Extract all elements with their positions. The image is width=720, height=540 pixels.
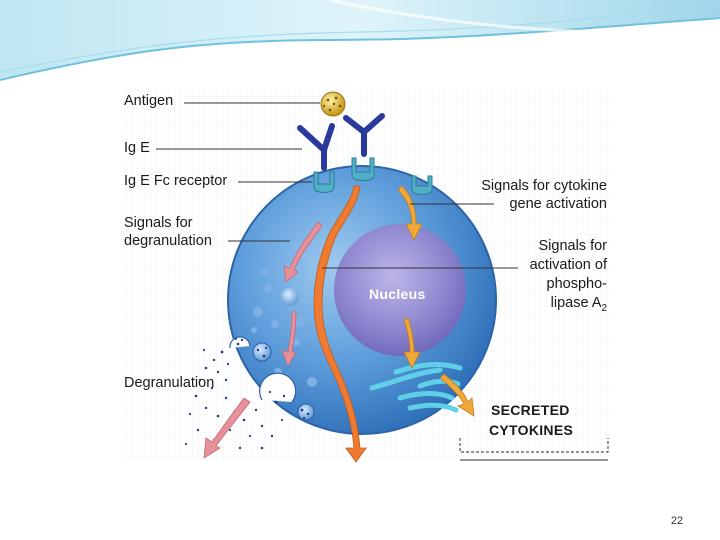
golgi-apparatus [369, 362, 463, 413]
label-leader-lines [156, 102, 518, 269]
label-signals-cytokine-2: gene activation [509, 196, 607, 212]
page-number: 22 [670, 515, 684, 527]
label-degranulation: Degranulation [124, 375, 215, 391]
cytokine-pathway-arrow [313, 185, 367, 463]
degranulation-vesicles [229, 336, 297, 403]
label-signals-cytokine-1: Signals for cytokine [481, 178, 607, 194]
label-signals-phospholipase-2: activation of [529, 257, 607, 273]
label-signals-phospholipase-4: lipase A2 [551, 295, 607, 317]
label-cytokines: CYTOKINES [489, 422, 574, 438]
ige-fc-receptors [313, 157, 433, 195]
phospholipase-subscript: 2 [601, 302, 607, 314]
mast-cell-membrane [227, 165, 497, 435]
gene-activation-arrows [397, 185, 475, 417]
label-signals-phospholipase-3: phospho- [546, 276, 607, 292]
secreted-bracket [459, 438, 609, 461]
granules [251, 269, 317, 421]
phospholipase-text: lipase A [550, 295, 602, 311]
label-secreted: SECRETED [491, 402, 570, 418]
antigen-particle [320, 91, 346, 117]
label-signals-degranulation-2: degranulation [124, 233, 212, 249]
label-nucleus: Nucleus [369, 286, 426, 302]
label-antigen: Antigen [124, 93, 174, 109]
released-granule-dots [184, 338, 310, 450]
label-ige-fc-receptor: Ig E Fc receptor [124, 173, 228, 189]
header-banner [0, 0, 720, 81]
degranulation-signal-arrows [203, 221, 323, 459]
label-ige: Ig E [124, 140, 150, 156]
label-signals-phospholipase-1: Signals for [538, 238, 607, 254]
nucleus [334, 224, 466, 356]
ige-antibodies [297, 113, 385, 171]
label-signals-degranulation-1: Signals for [124, 215, 193, 231]
